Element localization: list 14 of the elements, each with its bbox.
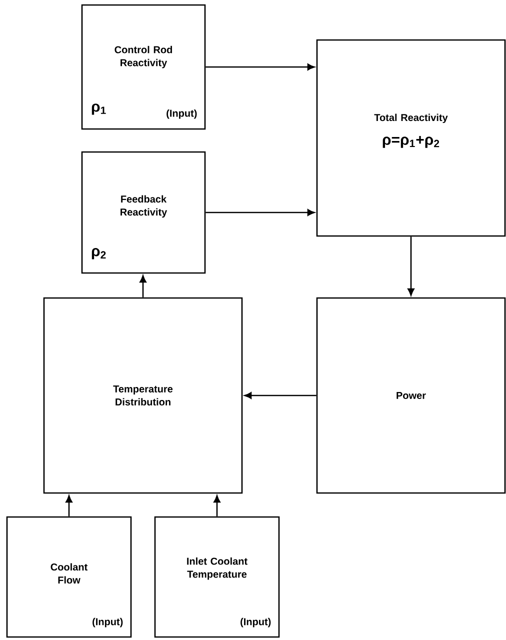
arrow	[244, 392, 316, 399]
process-box: Coolant Flow (Input)	[6, 516, 132, 638]
process-box: Power	[316, 297, 506, 494]
arrow	[66, 495, 72, 516]
arrow	[206, 64, 315, 70]
process-box: Temperature Distribution	[43, 297, 243, 494]
process-box: Inlet Coolant Temperature (Input)	[154, 516, 280, 638]
arrow	[206, 209, 315, 216]
process-box: Total Reactivity ρ=ρ$_{1}$+ρ$_{2}$	[316, 39, 506, 237]
arrow	[408, 236, 414, 296]
process-box: Feedback Reactivity ρ$_{2}$	[81, 151, 206, 274]
arrow	[140, 275, 146, 298]
arrow	[214, 495, 220, 516]
process-box: Control Rod Reactivity ρ$_{1}$ (Input)	[81, 4, 206, 130]
